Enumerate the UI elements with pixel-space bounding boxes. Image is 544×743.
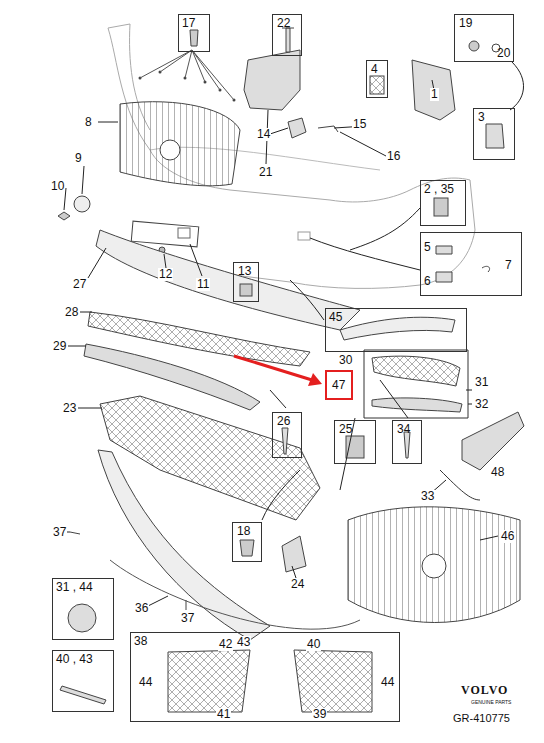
callout-number: 48 xyxy=(490,466,505,479)
callout-box: 38 xyxy=(130,632,400,722)
callout-number: 33 xyxy=(420,490,435,503)
callout-box: 2 , 35 xyxy=(420,180,466,226)
callout-number: 18 xyxy=(237,525,250,538)
callout-number: 6 xyxy=(424,275,431,288)
callout-box: 1920 xyxy=(454,14,514,62)
callout-number: 38 xyxy=(134,635,147,648)
callout-number: 44 xyxy=(138,676,153,689)
callout-number: 2 , 35 xyxy=(424,183,454,196)
callout-number: 15 xyxy=(352,118,367,131)
callout-number: 9 xyxy=(74,152,83,165)
callout-number: 13 xyxy=(238,265,251,278)
callout-number: 36 xyxy=(134,602,149,615)
callout-number: 47 xyxy=(332,379,345,392)
grille xyxy=(120,50,240,186)
callout-number: 5 xyxy=(424,241,431,254)
callout-number: 4 xyxy=(371,63,378,76)
callout-box: 18 xyxy=(232,522,262,562)
callout-number: 37 xyxy=(180,612,195,625)
diagram-code: GR-410775 xyxy=(452,712,511,725)
callout-number: 39 xyxy=(312,708,327,721)
callout-number: 23 xyxy=(62,402,77,415)
callout-number: 25 xyxy=(339,423,352,436)
callout-box: 13 xyxy=(233,262,259,302)
callout-number: 37 xyxy=(52,526,67,539)
callout-box: 3 xyxy=(473,108,515,160)
callout-number: 29 xyxy=(52,340,67,353)
leader-lines xyxy=(64,62,524,606)
callout-number: 34 xyxy=(397,423,410,436)
callout-number: 21 xyxy=(258,166,273,179)
callout-number: 27 xyxy=(72,278,87,291)
callout-box: 4 xyxy=(366,60,388,98)
callout-box: 40 , 43 xyxy=(52,650,114,712)
callout-number: 46 xyxy=(500,530,515,543)
callout-number: 3 xyxy=(478,111,485,124)
callout-box: 17 xyxy=(178,14,210,52)
callout-number: 45 xyxy=(329,311,342,324)
callout-box: 31 , 44 xyxy=(52,578,114,640)
callout-number: 40 xyxy=(306,638,321,651)
callout-number: 32 xyxy=(474,398,489,411)
callout-number: 12 xyxy=(158,268,173,281)
callout-number: 30 xyxy=(338,354,353,367)
callout-box: 5 6 7 xyxy=(420,232,522,296)
callout-number: 10 xyxy=(50,180,65,193)
callout-number: 17 xyxy=(182,17,195,30)
callout-number: 40 , 43 xyxy=(56,653,93,666)
callout-box: 26 xyxy=(272,412,302,458)
callout-box: 45 xyxy=(325,308,467,352)
callout-number: 24 xyxy=(290,578,305,591)
callout-number: 42 xyxy=(218,638,233,651)
callout-number: 8 xyxy=(84,116,93,129)
brand-tagline: GENUINE PARTS xyxy=(470,699,512,705)
callout-number: 1 xyxy=(430,88,439,101)
callout-number: 31 , 44 xyxy=(56,581,93,594)
brand-logo: VOLVO xyxy=(460,684,509,697)
callout-number: 44 xyxy=(380,676,395,689)
callout-number: 28 xyxy=(64,306,79,319)
callout-number: 22 xyxy=(277,17,290,30)
callout-number: 14 xyxy=(256,128,271,141)
callout-number: 19 xyxy=(459,17,472,30)
callout-number: 16 xyxy=(386,150,401,163)
highlighted-callout-box: 47 xyxy=(325,370,353,400)
callout-box: 25 xyxy=(334,420,376,464)
callout-number: 7 xyxy=(505,259,512,272)
callout-box: 22 xyxy=(272,14,302,56)
callout-box: 34 xyxy=(392,420,422,464)
callout-number: 41 xyxy=(216,708,231,721)
callout-number: 20 xyxy=(497,47,510,60)
callout-number: 31 xyxy=(474,376,489,389)
callout-number: 11 xyxy=(196,278,210,291)
callout-number: 26 xyxy=(277,415,290,428)
callout-number: 43 xyxy=(236,636,251,649)
